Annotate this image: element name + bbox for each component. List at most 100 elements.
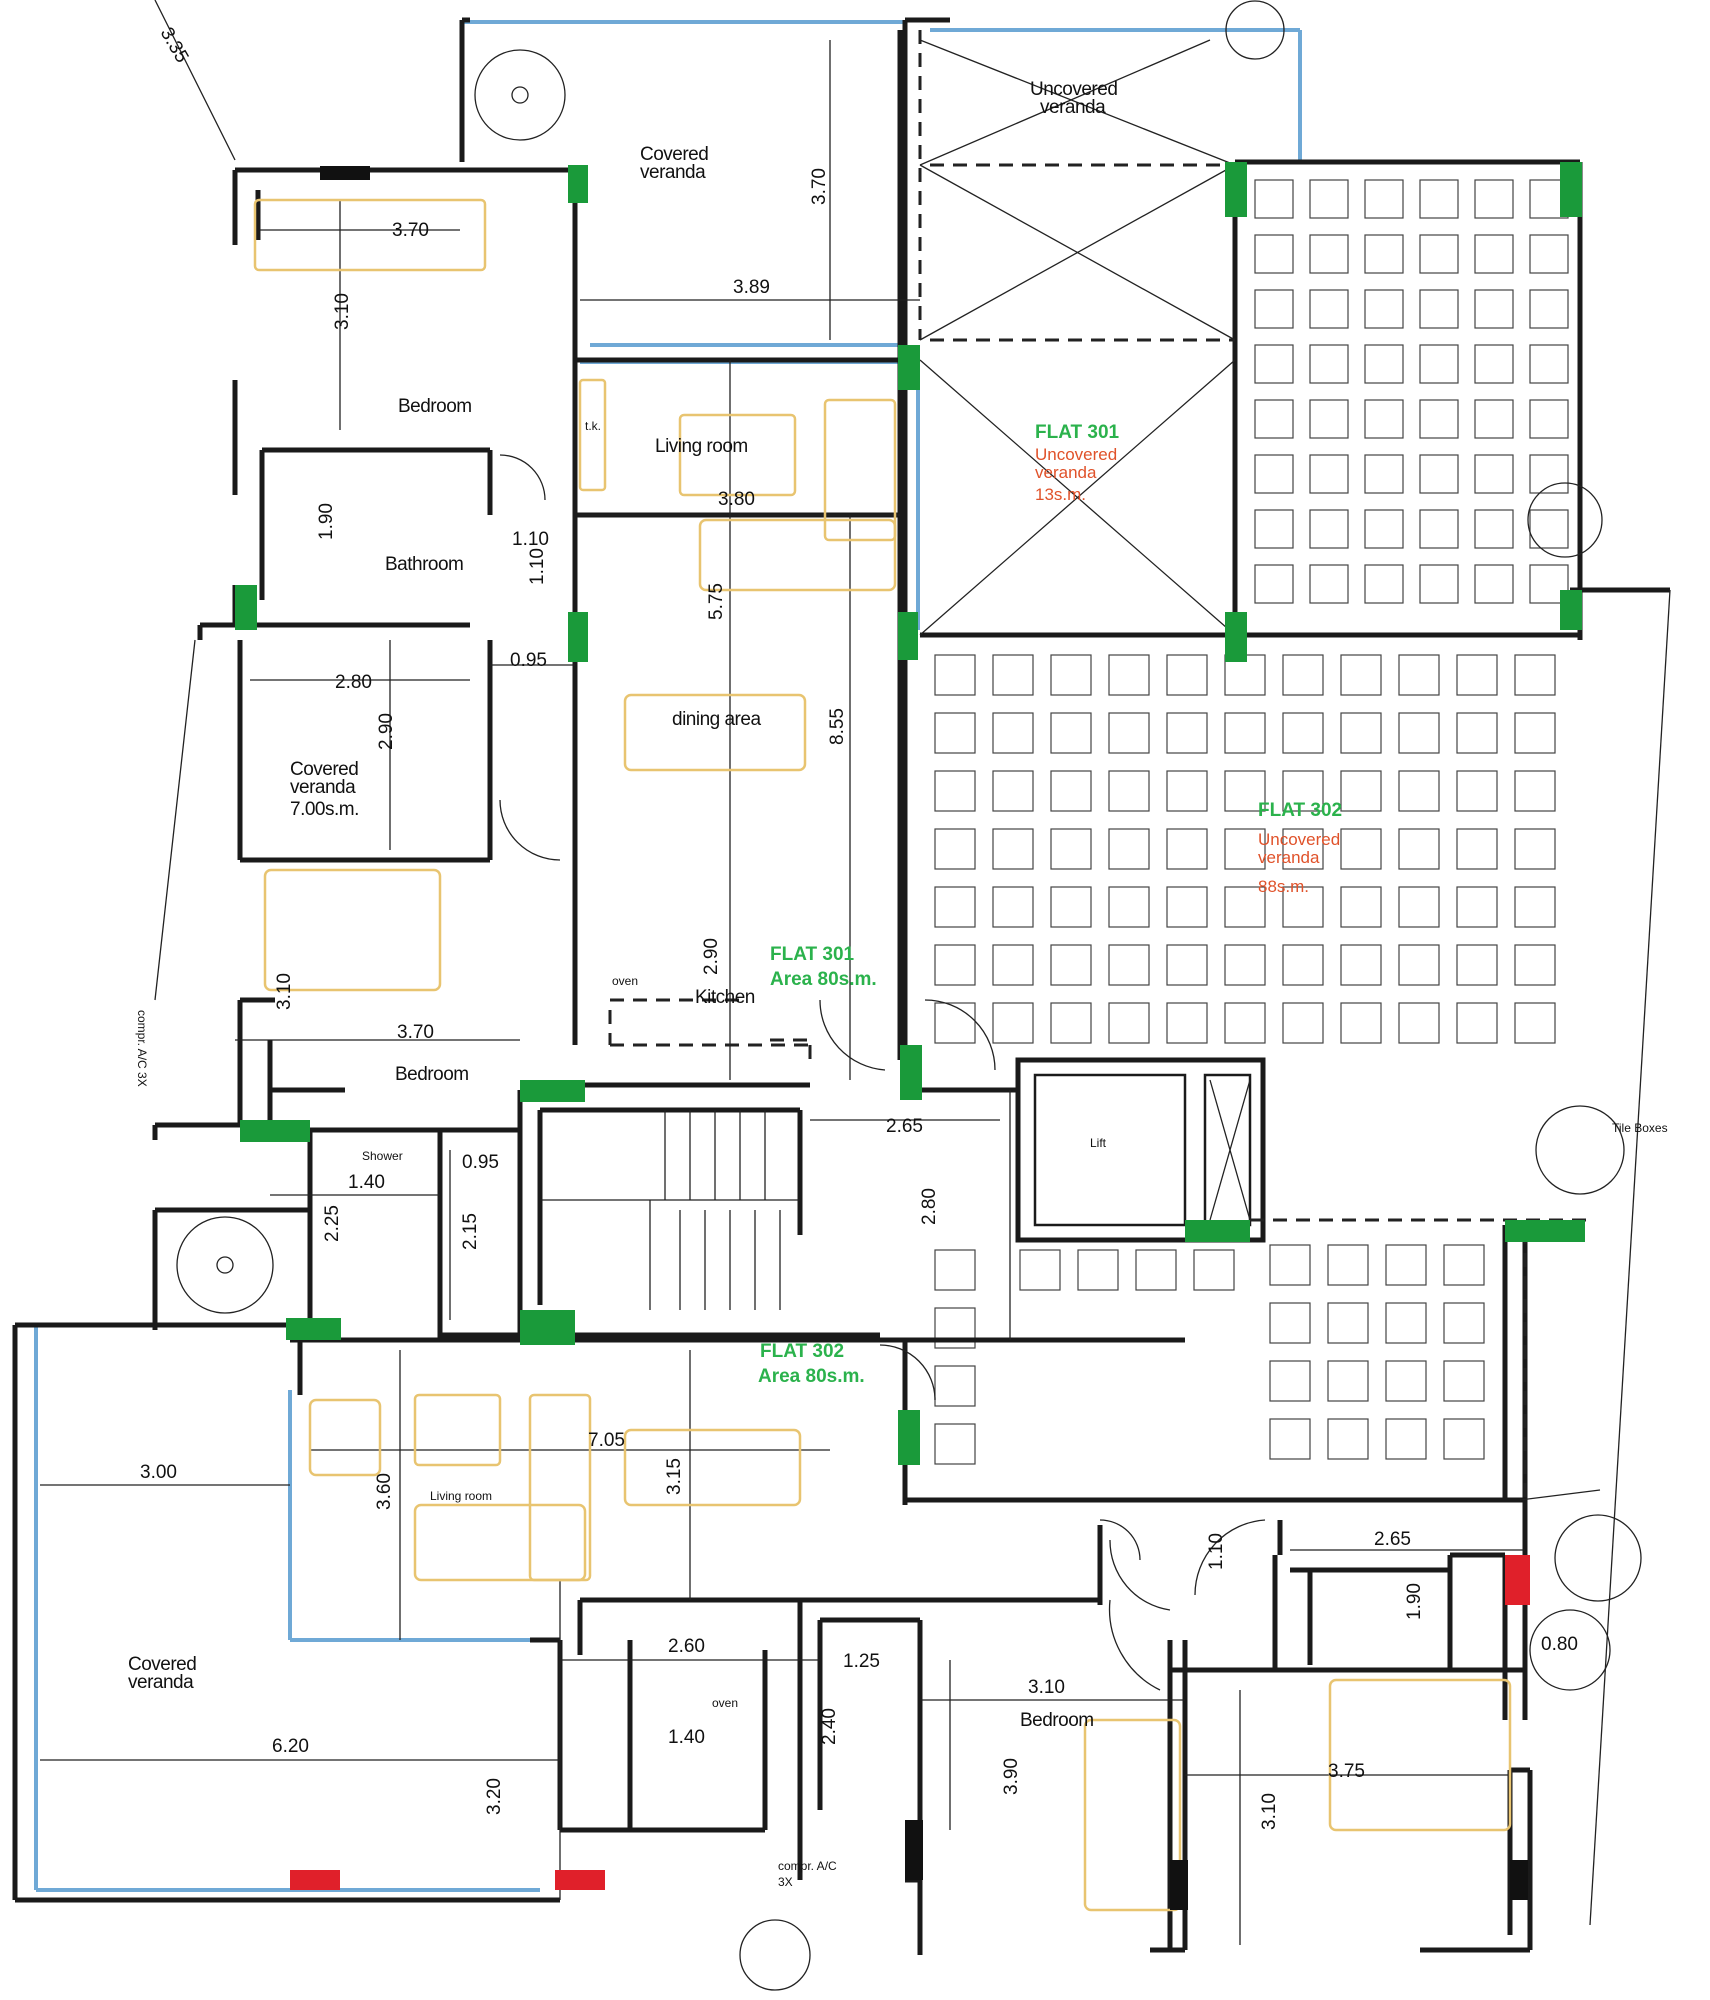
tile bbox=[1108, 886, 1150, 928]
tile bbox=[1443, 1244, 1485, 1286]
dim-3-10-b: 3.10 bbox=[274, 973, 295, 1010]
tile bbox=[1224, 886, 1266, 928]
tile bbox=[1050, 712, 1092, 754]
flat302-veranda-l2: veranda bbox=[1258, 848, 1320, 867]
tile bbox=[1514, 944, 1556, 986]
tile bbox=[1529, 564, 1569, 604]
tile bbox=[1166, 654, 1208, 696]
furniture bbox=[253, 198, 1512, 1912]
tile bbox=[1166, 770, 1208, 812]
tile bbox=[1514, 828, 1556, 870]
tile bbox=[1364, 179, 1404, 219]
tile bbox=[1529, 399, 1569, 439]
tile bbox=[1108, 770, 1150, 812]
label-oven-2: oven bbox=[712, 1696, 738, 1710]
dim-2-80-a: 2.80 bbox=[335, 672, 372, 693]
tile bbox=[1224, 712, 1266, 754]
dim-6-20: 6.20 bbox=[272, 1736, 309, 1757]
flat-labels: FLAT 301 Uncovered veranda 13s.m. FLAT 3… bbox=[758, 422, 1342, 1387]
tile bbox=[992, 886, 1034, 928]
label-covered-veranda-left-3: 7.00s.m. bbox=[290, 799, 359, 820]
label-lift: Lift bbox=[1090, 1136, 1107, 1150]
dim-1-40-a: 1.40 bbox=[348, 1172, 385, 1193]
label-covered-veranda-left-2: veranda bbox=[290, 777, 356, 798]
tile bbox=[1050, 828, 1092, 870]
tile bbox=[1398, 886, 1440, 928]
glazing bbox=[34, 20, 1302, 1892]
dim-1-40-b: 1.40 bbox=[668, 1727, 705, 1748]
tile bbox=[1419, 509, 1459, 549]
dim-1-25: 1.25 bbox=[843, 1651, 880, 1672]
tile bbox=[1282, 828, 1324, 870]
tile bbox=[1514, 1002, 1556, 1044]
tile bbox=[1019, 1249, 1061, 1291]
flat302-veranda-title: FLAT 302 bbox=[1258, 800, 1342, 821]
label-living-room-302: Living room bbox=[430, 1489, 492, 1503]
tile bbox=[1398, 828, 1440, 870]
flat301-area-value: Area 80s.m. bbox=[770, 969, 877, 990]
tile bbox=[1419, 399, 1459, 439]
tile bbox=[992, 828, 1034, 870]
tile bbox=[1419, 454, 1459, 494]
tile bbox=[1419, 289, 1459, 329]
tile bbox=[1443, 1360, 1485, 1402]
tile bbox=[1340, 654, 1382, 696]
tile bbox=[1166, 944, 1208, 986]
tile bbox=[1282, 1002, 1324, 1044]
tile bbox=[1364, 289, 1404, 329]
flat301-veranda-l1: Uncovered bbox=[1035, 445, 1117, 464]
tile bbox=[1340, 944, 1382, 986]
tile bbox=[1340, 712, 1382, 754]
red-markers bbox=[290, 1555, 1530, 1890]
label-living-room-301: Living room bbox=[655, 436, 748, 457]
tile bbox=[1385, 1418, 1427, 1460]
label-uncovered-veranda-top-1: Uncovered bbox=[1030, 79, 1117, 100]
dim-1-90-b: 1.90 bbox=[1404, 1583, 1425, 1620]
tile bbox=[1309, 399, 1349, 439]
tile bbox=[1309, 234, 1349, 274]
tile bbox=[934, 1002, 976, 1044]
label-tk: t.k. bbox=[585, 419, 601, 433]
tile bbox=[1514, 770, 1556, 812]
label-ac-side: compr. A/C 3X bbox=[135, 1010, 149, 1087]
dim-3-90: 3.90 bbox=[1001, 1758, 1022, 1795]
tile bbox=[934, 1365, 976, 1407]
dim-2-15: 2.15 bbox=[460, 1213, 481, 1250]
dim-0-80: 0.80 bbox=[1541, 1634, 1578, 1655]
tiled-veranda-302 bbox=[1254, 179, 1569, 604]
tile bbox=[1108, 654, 1150, 696]
tile bbox=[1364, 399, 1404, 439]
tile bbox=[1282, 944, 1324, 986]
tile bbox=[1077, 1249, 1119, 1291]
tile bbox=[1514, 886, 1556, 928]
dim-1-10-b: 1.10 bbox=[527, 548, 548, 585]
tile bbox=[1327, 1360, 1369, 1402]
dim-3-70-b: 3.70 bbox=[397, 1022, 434, 1043]
tile bbox=[1327, 1302, 1369, 1344]
tile bbox=[1254, 454, 1294, 494]
tile bbox=[992, 944, 1034, 986]
tile bbox=[1309, 179, 1349, 219]
tile bbox=[1364, 509, 1404, 549]
tile bbox=[1456, 944, 1498, 986]
tile bbox=[1340, 770, 1382, 812]
tile bbox=[1166, 886, 1208, 928]
flat302-area-title: FLAT 302 bbox=[760, 1341, 844, 1362]
dim-3-60: 3.60 bbox=[374, 1473, 395, 1510]
tile bbox=[1166, 712, 1208, 754]
tile bbox=[1282, 654, 1324, 696]
tile bbox=[1166, 828, 1208, 870]
walls bbox=[12, 17, 1670, 1955]
label-shower: Shower bbox=[362, 1149, 403, 1163]
tile bbox=[1529, 289, 1569, 329]
dim-1-90-a: 1.90 bbox=[316, 503, 337, 540]
tile bbox=[1269, 1360, 1311, 1402]
tile bbox=[934, 654, 976, 696]
dim-2-90-b: 2.90 bbox=[701, 938, 722, 975]
tile bbox=[934, 1307, 976, 1349]
tile bbox=[1309, 509, 1349, 549]
dim-3-15: 3.15 bbox=[664, 1458, 685, 1495]
tile bbox=[1474, 234, 1514, 274]
tile bbox=[1529, 344, 1569, 384]
tile bbox=[1224, 1002, 1266, 1044]
